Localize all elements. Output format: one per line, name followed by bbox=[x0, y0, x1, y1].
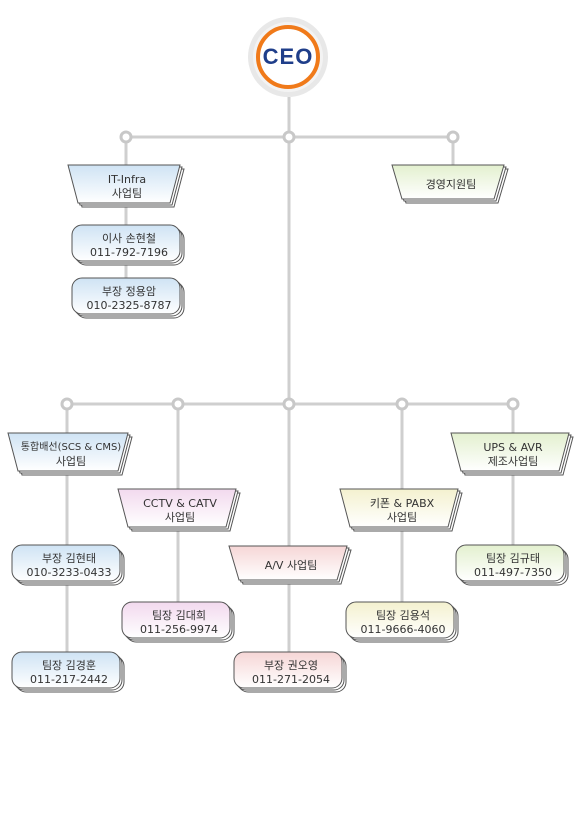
connector-node bbox=[282, 397, 296, 411]
person-name: 부장 정용암 bbox=[101, 285, 157, 298]
connector-node bbox=[395, 397, 409, 411]
ceo-label: CEO bbox=[262, 44, 314, 69]
person-name: 팀장 김경훈 bbox=[41, 659, 97, 672]
person-ups-lead: 팀장 김규태 011-497-7350 bbox=[455, 544, 570, 587]
pill-shape bbox=[71, 277, 185, 319]
dept-keyphone-line1: 키폰 & PABX bbox=[369, 497, 435, 510]
dept-keyphone-line2: 사업팀 bbox=[386, 511, 418, 524]
person-phone: 011-9666-4060 bbox=[360, 623, 446, 636]
dept-it-infra: IT-Infra 사업팀 bbox=[67, 164, 186, 209]
pill-shape bbox=[233, 651, 347, 693]
connector-node bbox=[171, 397, 185, 411]
person-cctv-lead: 팀장 김대희 011-256-9974 bbox=[121, 601, 236, 644]
trapezoid-shape bbox=[450, 432, 574, 476]
trapezoid-shape bbox=[67, 164, 185, 208]
pill-shape bbox=[121, 601, 235, 643]
trapezoid-shape bbox=[117, 488, 241, 532]
person-av-manager: 부장 권오영 011-271-2054 bbox=[233, 651, 348, 694]
dept-integrated-wiring: 통합배선(SCS & CMS) 사업팀 bbox=[7, 432, 134, 477]
dept-cctv-line1: CCTV & CATV bbox=[143, 497, 217, 510]
pill-shape bbox=[71, 224, 185, 266]
pill-shape bbox=[11, 651, 125, 693]
trapezoid-shape bbox=[7, 432, 133, 476]
person-name: 팀장 김용석 bbox=[375, 609, 431, 622]
person-phone: 010-2325-8787 bbox=[86, 299, 172, 312]
dept-integrated-wiring-line1: 통합배선(SCS & CMS) bbox=[20, 442, 122, 453]
person-phone: 011-271-2054 bbox=[252, 673, 330, 686]
dept-cctv-catv: CCTV & CATV 사업팀 bbox=[117, 488, 242, 533]
dept-ups-line1: UPS & AVR bbox=[483, 441, 543, 454]
person-name: 부장 김현태 bbox=[41, 552, 97, 565]
person-name: 팀장 김규태 bbox=[485, 552, 541, 565]
dept-management-support: 경영지원팀 bbox=[391, 164, 510, 205]
person-name: 팀장 김대희 bbox=[151, 609, 207, 622]
pill-shape bbox=[345, 601, 459, 643]
pill-shape bbox=[11, 544, 125, 586]
dept-av-label: A/V 사업팀 bbox=[264, 559, 318, 572]
ceo-node: CEO bbox=[248, 17, 328, 97]
person-wiring-manager: 부장 김현태 010-3233-0433 bbox=[11, 544, 126, 587]
trapezoid-shape bbox=[228, 545, 352, 585]
person-phone: 010-3233-0433 bbox=[26, 566, 112, 579]
ceo-ring: CEO bbox=[256, 25, 320, 89]
person-phone: 011-792-7196 bbox=[90, 246, 168, 259]
dept-av: A/V 사업팀 bbox=[228, 545, 353, 586]
person-wiring-lead: 팀장 김경훈 011-217-2442 bbox=[11, 651, 126, 694]
pill-shape bbox=[455, 544, 569, 586]
connector-node bbox=[506, 397, 520, 411]
person-phone: 011-256-9974 bbox=[140, 623, 218, 636]
connector-node bbox=[60, 397, 74, 411]
person-it-director: 이사 손현철 011-792-7196 bbox=[71, 224, 186, 267]
connector-node bbox=[446, 130, 460, 144]
trapezoid-shape bbox=[339, 488, 463, 532]
person-keyphone-lead: 팀장 김용석 011-9666-4060 bbox=[345, 601, 460, 644]
dept-cctv-line2: 사업팀 bbox=[164, 511, 196, 524]
person-it-manager: 부장 정용암 010-2325-8787 bbox=[71, 277, 186, 320]
person-phone: 011-217-2442 bbox=[30, 673, 108, 686]
trapezoid-shape bbox=[391, 164, 509, 204]
dept-integrated-wiring-line2: 사업팀 bbox=[55, 455, 87, 468]
dept-it-infra-line2: 사업팀 bbox=[111, 187, 143, 200]
person-name: 이사 손현철 bbox=[101, 232, 157, 245]
dept-keyphone-pabx: 키폰 & PABX 사업팀 bbox=[339, 488, 464, 533]
person-name: 부장 권오영 bbox=[263, 659, 319, 672]
dept-ups-avr: UPS & AVR 제조사업팀 bbox=[450, 432, 575, 477]
dept-ups-line2: 제조사업팀 bbox=[487, 455, 539, 468]
connector-node bbox=[282, 130, 296, 144]
connector-node bbox=[119, 130, 133, 144]
dept-management-support-label: 경영지원팀 bbox=[425, 178, 477, 191]
person-phone: 011-497-7350 bbox=[474, 566, 552, 579]
dept-it-infra-line1: IT-Infra bbox=[107, 173, 147, 186]
